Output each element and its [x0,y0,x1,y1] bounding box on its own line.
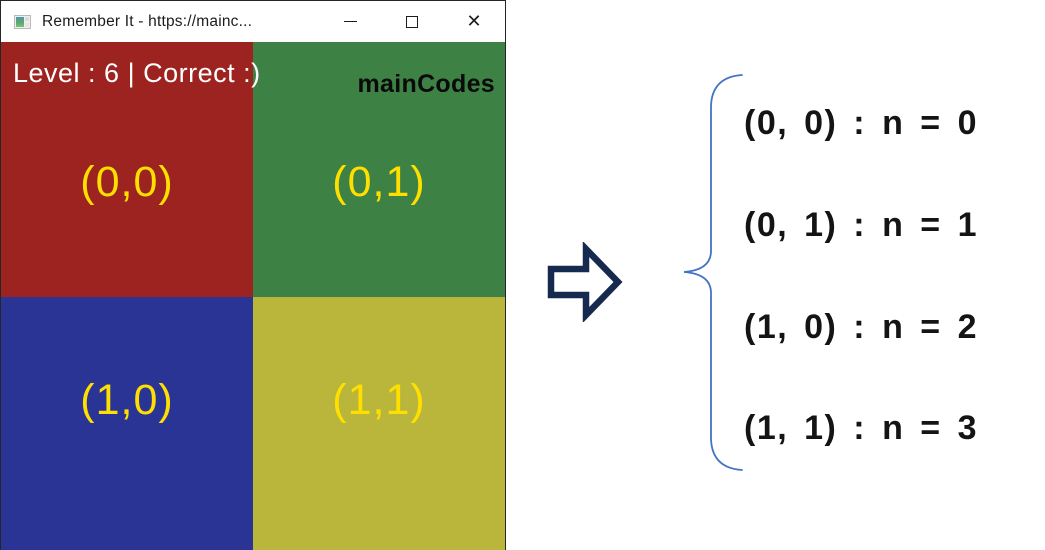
close-button[interactable]: ✕ [443,1,505,42]
maximize-icon [406,15,418,28]
cell-1-0[interactable]: (1,0) [1,297,253,550]
cell-label: (0,1) [332,158,426,206]
cell-0-0[interactable]: Level : 6 | Correct :) (0,0) [1,42,260,297]
close-icon: ✕ [466,10,482,32]
minimize-button[interactable] [319,1,381,42]
app-icon-pane [25,16,29,21]
cell-1-1[interactable]: (1,1) [253,297,505,550]
mapping-line: (0, 1) : n = 1 [744,206,978,244]
mapping-line: (1, 1) : n = 3 [744,409,978,447]
minimize-icon [343,20,357,23]
cell-0-1[interactable]: mainCodes (0,1) [253,42,505,297]
cell-label: (0,0) [80,158,174,206]
maximize-button[interactable] [381,1,443,42]
app-icon-pane [25,22,29,27]
window-title: Remember It - https://mainc... [42,12,253,30]
app-window: Remember It - https://mainc... ✕ Level :… [0,0,506,550]
window-titlebar[interactable]: Remember It - https://mainc... ✕ [1,1,505,42]
app-icon-pane [16,16,24,27]
right-arrow-icon [546,240,624,327]
mapping-line: (1, 0) : n = 2 [744,308,978,346]
curly-brace [674,64,754,485]
game-board: Level : 6 | Correct :) (0,0) mainCodes (… [1,42,505,550]
window-controls: ✕ [319,1,505,42]
watermark-text: mainCodes [357,70,495,98]
cell-label: (1,0) [80,376,174,424]
cell-label: (1,1) [332,376,426,424]
level-status-text: Level : 6 | Correct :) [13,58,261,88]
app-icon [14,14,31,29]
mapping-line: (0, 0) : n = 0 [744,104,978,142]
